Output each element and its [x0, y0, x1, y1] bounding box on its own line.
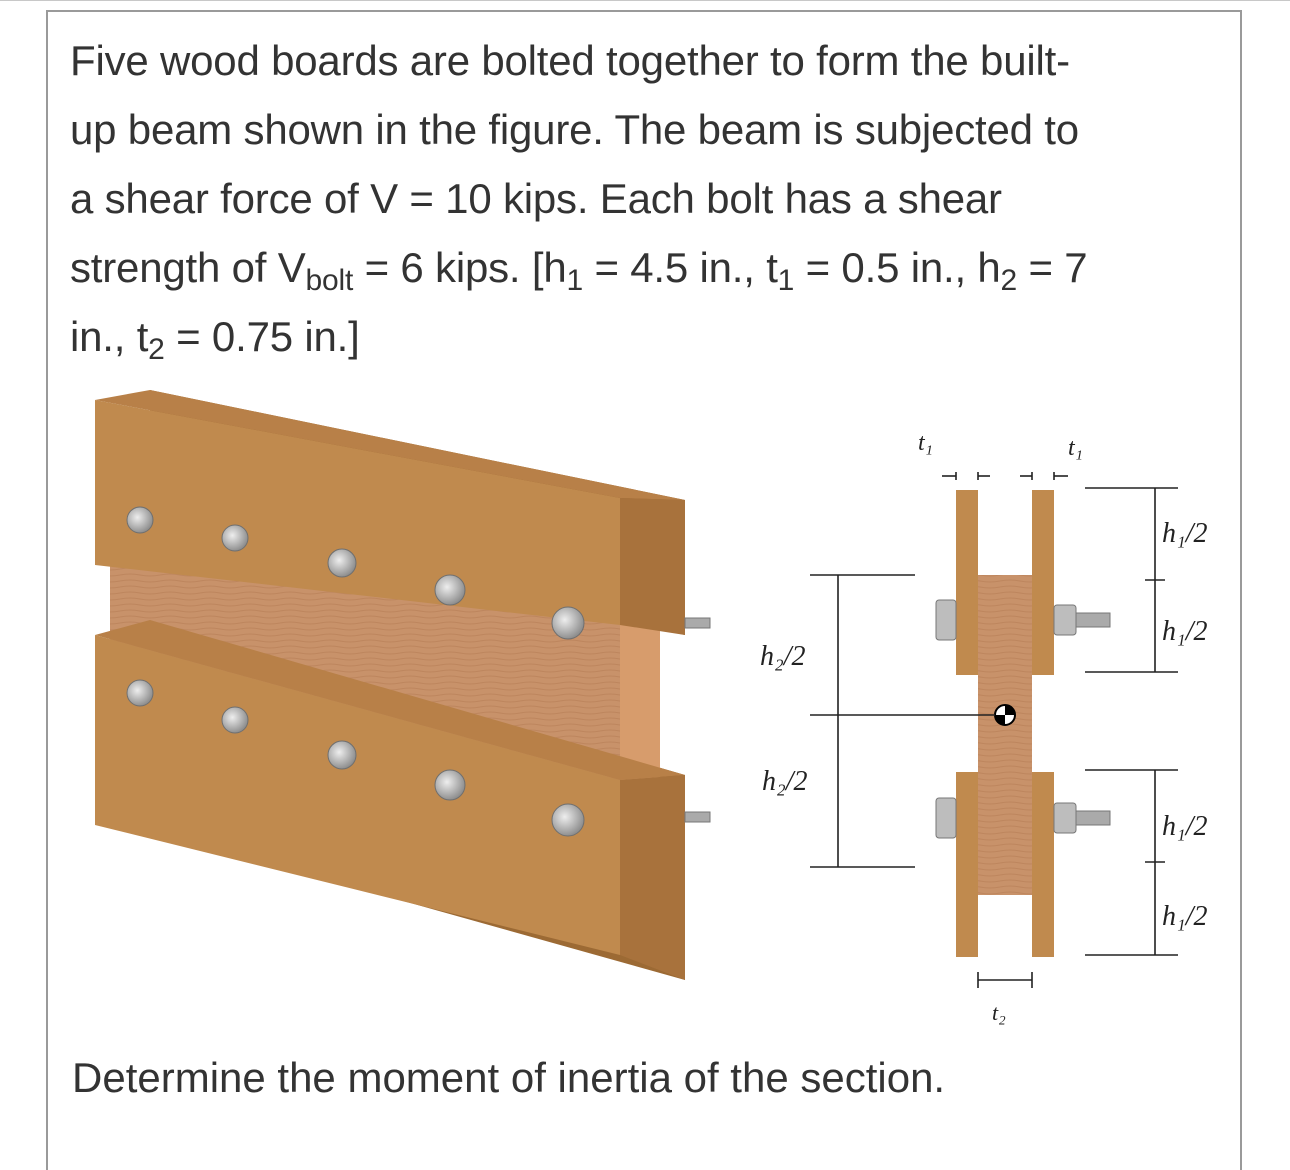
front-top-plate-top-edge [95, 390, 685, 500]
section-bolt-thread [1075, 810, 1111, 826]
bolt [221, 706, 249, 734]
label-t1-left: t₁ [918, 430, 933, 456]
subscript-bolt: bolt [305, 264, 354, 297]
centroid-fill [995, 705, 1015, 725]
bolt [434, 769, 466, 801]
front-bottom-plate-end [620, 775, 685, 980]
section-left-top-plate [956, 490, 978, 675]
bolt [327, 740, 357, 770]
subscript-1: 1 [566, 264, 583, 297]
label-h2-half-top: h₂/2 [760, 641, 806, 672]
beam-figure: t₁ t₁ t₂ h₂/2 h₂/2 h₁/2 h₁/2 h₁/2 h₁/2 [95, 390, 1208, 1025]
label-h1-half-4: h₁/2 [1162, 901, 1208, 932]
bolt-thread [684, 617, 711, 629]
section-right-bottom-plate [1032, 772, 1054, 957]
problem-line-5: in., t2 = 0.75 in.] [70, 302, 1230, 371]
bolts [126, 506, 711, 837]
dimension-lines [810, 472, 1178, 988]
bolt [434, 574, 466, 606]
cross-section: t₁ t₁ t₂ h₂/2 h₂/2 h₁/2 h₁/2 h₁/2 h₁/2 [760, 430, 1208, 1025]
subscript-1b: 1 [777, 264, 795, 297]
subscript-2: 2 [1000, 264, 1018, 297]
text-seg: strength of V [70, 244, 306, 291]
section-bolt-head [935, 599, 957, 641]
bolt [126, 506, 154, 534]
bolt-thread [684, 811, 711, 823]
bolt [221, 524, 249, 552]
section-left-bottom-plate [956, 772, 978, 957]
label-h2-half-bottom: h₂/2 [762, 766, 808, 797]
question-text: Determine the moment of inertia of the s… [72, 1054, 946, 1101]
bolt [551, 606, 585, 640]
problem-line-4: strength of Vbolt = 6 kips. [h1 = 4.5 in… [70, 233, 1230, 302]
top-divider [0, 0, 1290, 1]
label-t1-right: t₁ [1068, 435, 1083, 461]
text-seg: = 6 kips. [h [353, 244, 567, 291]
text-seg: = 0.5 in., h [794, 244, 1001, 291]
section-bolt-nut [1053, 604, 1077, 636]
label-t2: t₂ [992, 1000, 1006, 1025]
problem-line-1: Five wood boards are bolted together to … [70, 37, 1070, 84]
text-seg: = 0.75 in.] [164, 313, 360, 360]
front-top-plate [95, 400, 620, 625]
section-bolt-nut [1053, 802, 1077, 834]
section-bolt-head [935, 797, 957, 839]
section-right-top-plate [1032, 490, 1054, 675]
bolt [327, 548, 357, 578]
problem-statement: Five wood boards are bolted together to … [70, 26, 1230, 371]
bolt [551, 803, 585, 837]
problem-line-2: up beam shown in the figure. The beam is… [70, 106, 1079, 153]
section-bolt-thread [1075, 612, 1111, 628]
beam-3d [95, 390, 711, 980]
text-seg: = 4.5 in., t [582, 244, 778, 291]
bolt [126, 679, 154, 707]
section-web [978, 575, 1032, 895]
front-bottom-plate-top-edge [95, 620, 685, 780]
subscript-2b: 2 [148, 333, 165, 366]
problem-line-3: a shear force of V = 10 kips. Each bolt … [70, 175, 1002, 222]
text-seg: in., t [70, 313, 149, 360]
front-top-plate-end [620, 498, 685, 635]
label-h1-half-1: h₁/2 [1162, 518, 1208, 549]
label-h1-half-2: h₁/2 [1162, 616, 1208, 647]
label-h1-half-3: h₁/2 [1162, 811, 1208, 842]
text-seg: = 7 [1017, 244, 1088, 291]
